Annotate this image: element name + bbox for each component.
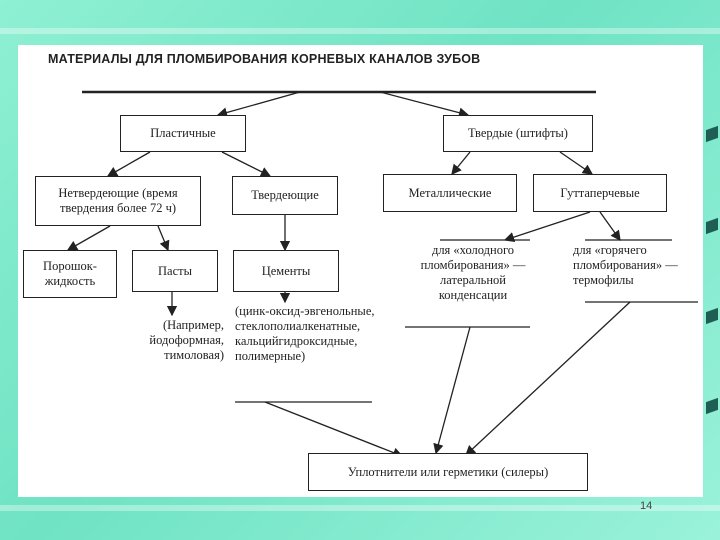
node-guttapercha: Гуттаперчевые	[533, 174, 667, 212]
arrow-guttapercha-to-hot	[599, 211, 621, 242]
arrow-solid-to-metallic	[451, 151, 471, 176]
node-pastes: Пасты	[132, 250, 218, 292]
node-nonhardening: Нетвердеющие (время твердения более 72 ч…	[35, 176, 201, 226]
arrow-cold-to-sealers	[433, 326, 471, 455]
node-hardening: Твердеющие	[232, 176, 338, 215]
hot-filling-text: для «горячего пломбирования» — термофилы	[573, 243, 678, 287]
node-solid: Твердые (штифты)	[443, 115, 593, 152]
cements-types-text: (цинк-оксид-эвгенольные, стеклополиалкен…	[235, 304, 375, 363]
arrow-title-to-solid	[379, 91, 470, 118]
arrow-plastic-to-hardening	[221, 151, 272, 177]
arrow-nonhardening-to-powder	[66, 225, 111, 251]
node-cements: Цементы	[233, 250, 339, 292]
arrow-nonhardening-to-pastes	[157, 225, 170, 252]
arrow-cements-types-to-sealers	[264, 401, 404, 458]
page-number: 14	[640, 500, 653, 512]
node-plastic: Пластичные	[120, 115, 246, 152]
arrow-guttapercha-to-cold	[503, 211, 591, 243]
pastes-example-text: (Например, йодоформная, тимоловая)	[149, 318, 224, 362]
cold-filling-text: для «холодного пломбирования» — латераль…	[420, 243, 526, 302]
node-powder-liquid: Порошок-жидкость	[23, 250, 117, 298]
node-metallic: Металлические	[383, 174, 517, 212]
background-stripe	[0, 28, 720, 34]
diagram-title: МАТЕРИАЛЫ ДЛЯ ПЛОМБИРОВАНИЯ КОРНЕВЫХ КАН…	[48, 52, 481, 66]
arrow-plastic-to-nonhardening	[106, 151, 151, 177]
background-stripe	[0, 505, 720, 511]
arrow-solid-to-guttapercha	[559, 151, 594, 175]
arrow-hot-to-sealers	[465, 301, 631, 456]
node-sealers: Уплотнители или герметики (силеры)	[308, 453, 588, 491]
arrow-title-to-plastic	[216, 91, 301, 118]
